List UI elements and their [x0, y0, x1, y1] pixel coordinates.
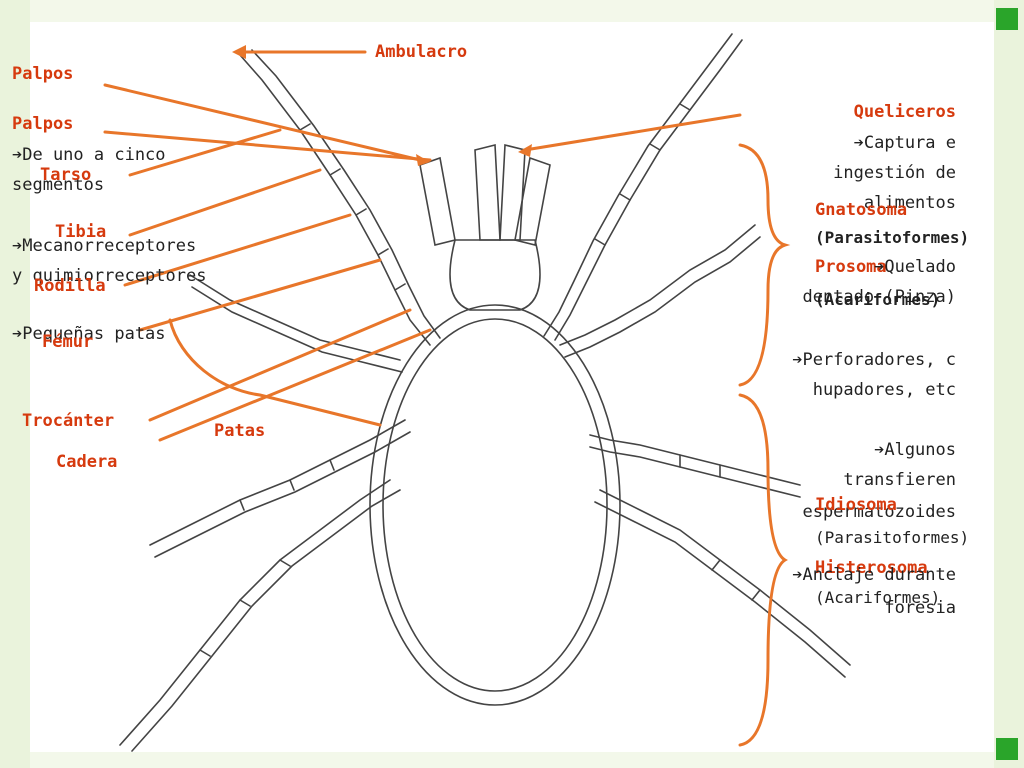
pequenas-desc: ➔Pequeñas patas: [12, 324, 166, 344]
mecano-desc-2: y quimiorreceptores: [12, 266, 207, 286]
anclaje-desc-2: foresia: [884, 598, 956, 618]
anclaje-desc-1: ➔Anclaje durante: [792, 565, 956, 585]
line-palpos-2: [103, 130, 432, 162]
leg-front-left: [239, 49, 441, 346]
leg-front-right: [543, 33, 743, 341]
quel-desc-5: dentado (Pinza): [802, 287, 956, 307]
label-palpos-1: Palpos: [12, 64, 74, 84]
algunos-desc-1: ➔Algunos: [874, 440, 956, 460]
label-tibia: Tibia: [55, 222, 107, 242]
idiosoma-body: [369, 304, 621, 706]
quel-desc-1: ➔Captura e: [853, 133, 956, 153]
mecano-desc-1: ➔Mecanorreceptores: [12, 236, 197, 256]
leg-second-left: [189, 274, 403, 373]
label-acariformes-1: (Acariformes): [815, 290, 941, 309]
line-queliceros: [523, 113, 742, 152]
chelicera-mid2: [499, 143, 526, 241]
label-histerosoma: Histerosoma: [815, 558, 928, 578]
slide-border-right: [994, 0, 1024, 768]
label-tarso: Tarso: [40, 165, 92, 185]
palpos-desc-2: segmentos: [12, 175, 105, 195]
corner-decoration-bottom: [996, 738, 1018, 760]
line-cadera: [158, 328, 432, 442]
bracket-gnatosoma: [738, 143, 791, 387]
label-femur: Fémur: [42, 332, 94, 352]
algunos-desc-2: transfieren: [843, 470, 956, 490]
arrow-ambulacro: [232, 45, 246, 59]
quel-desc-7: hupadores, etc: [812, 380, 956, 400]
label-parasitoformes-1: (Parasitoformes): [815, 228, 970, 247]
label-queliceros: Queliceros: [853, 102, 956, 122]
line-femur: [138, 258, 382, 332]
label-idiosoma: Idiosoma: [815, 495, 897, 515]
label-patas: Patas: [214, 421, 266, 441]
label-trocanter: Trocánter: [22, 411, 115, 431]
line-trocanter: [148, 308, 412, 422]
arrow-queliceros: [518, 144, 532, 157]
diagram-panel: [30, 22, 994, 752]
quel-desc-2: ingestión de: [833, 163, 956, 183]
label-ambulacro: Ambulacro: [375, 42, 468, 62]
idiosoma-outline: [382, 318, 608, 692]
chelicera-right: [514, 156, 551, 246]
line-tarso: [128, 128, 282, 177]
bracket-idiosoma: [738, 393, 788, 747]
quel-desc-4: ➔Quelado: [874, 257, 956, 277]
algunos-desc-3: espermatozoides: [802, 502, 956, 522]
slide-border-left: [0, 0, 30, 768]
label-prosoma: Prosoma: [815, 257, 887, 277]
quel-desc-6: ➔Perforadores, c: [792, 350, 956, 370]
arrow-palpos: [416, 154, 430, 166]
corner-decoration-top: [996, 8, 1018, 30]
leg-second-right: [559, 224, 761, 358]
chelicera-left: [419, 156, 456, 246]
leg-fourth-left: [119, 479, 401, 752]
label-gnatosoma: Gnatosoma: [815, 200, 908, 220]
palpos-desc-1: ➔De uno a cinco: [12, 145, 166, 165]
label-palpos-2: Palpos: [12, 114, 74, 134]
label-cadera: Cadera: [56, 452, 118, 472]
quel-desc-3: alimentos: [863, 193, 956, 213]
gnathosoma: [449, 239, 541, 311]
chelicera-mid: [474, 143, 501, 241]
label-acariformes-2: (Acariformes): [815, 588, 941, 607]
line-tibia: [128, 168, 322, 237]
label-rodilla: Rodilla: [34, 276, 106, 296]
line-rodilla: [123, 213, 352, 287]
line-palpos-1: [103, 83, 422, 162]
label-parasitoformes-2: (Parasitoformes): [815, 528, 970, 547]
bracket-patas: [168, 318, 382, 427]
